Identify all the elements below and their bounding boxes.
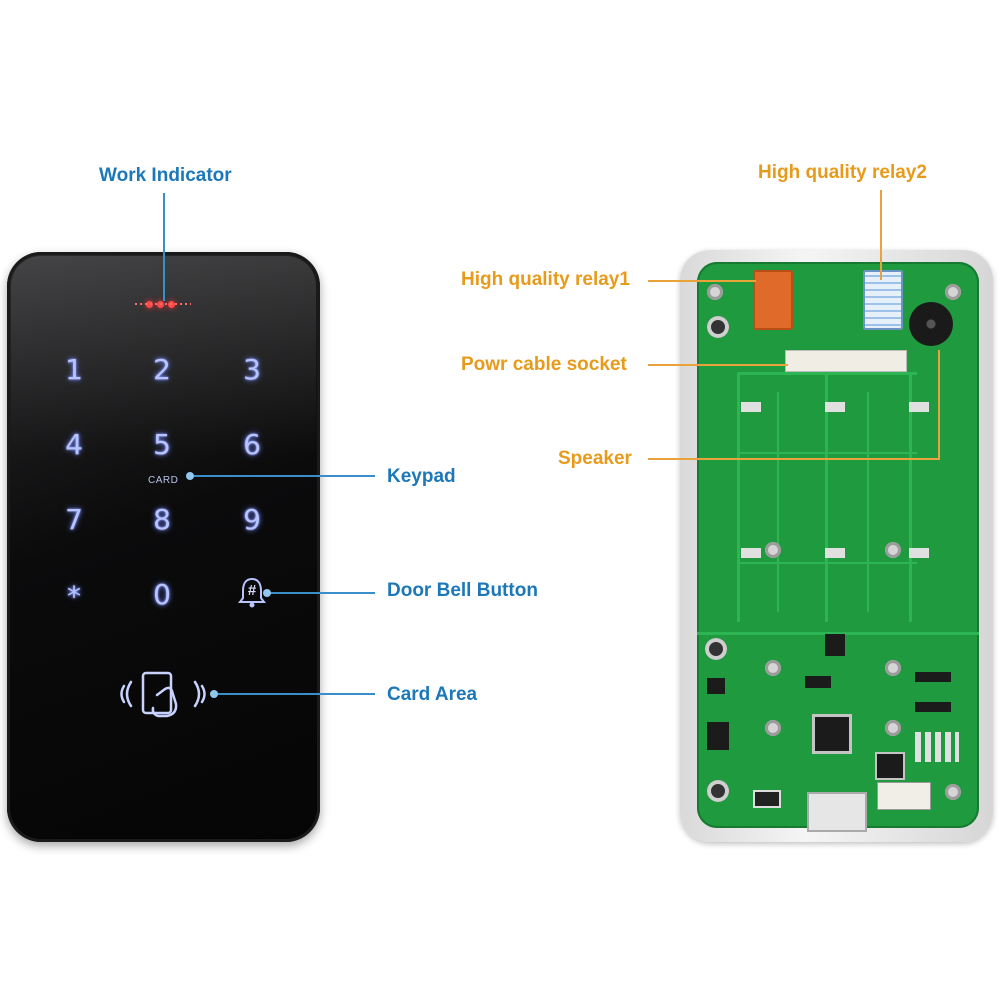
work-indicator-led-strip: [135, 301, 191, 308]
mount-pad: [885, 720, 901, 736]
bottom-connector: [755, 792, 779, 806]
smd-component: [909, 402, 929, 412]
card-text: CARD: [148, 475, 179, 486]
pcb-trace: [697, 632, 979, 635]
label-speaker: Speaker: [558, 448, 632, 469]
pcb-trace: [825, 372, 828, 622]
ic-chip: [707, 722, 729, 750]
bell-icon: [238, 577, 266, 608]
leader-work-indicator: [163, 193, 165, 301]
hash-key-label: #: [247, 582, 257, 599]
ic-chip: [805, 676, 831, 688]
leader-speaker-v: [938, 350, 940, 460]
key-2[interactable]: 2: [153, 353, 171, 386]
smd-component: [825, 402, 845, 412]
mount-pad: [765, 660, 781, 676]
ic-chip: [825, 634, 845, 656]
leader-card-area-dot: [210, 690, 218, 698]
mount-pad: [765, 542, 781, 558]
mount-pad: [765, 720, 781, 736]
pcb-trace: [737, 372, 917, 375]
mount-pad: [885, 660, 901, 676]
ic-chip: [815, 717, 849, 751]
ic-chip: [707, 678, 725, 694]
key-7[interactable]: 7: [65, 503, 83, 536]
pcb-trace: [737, 562, 917, 564]
ic-chip: [877, 754, 903, 778]
smd-component: [741, 548, 761, 558]
relay-1: [753, 270, 793, 330]
label-power-cable-socket: Powr cable socket: [461, 354, 627, 375]
leader-relay1: [648, 280, 756, 282]
key-8[interactable]: 8: [153, 503, 171, 536]
pcb-trace: [737, 452, 917, 454]
pcb-trace: [909, 372, 912, 622]
label-relay2: High quality relay2: [758, 162, 927, 183]
leader-relay2: [880, 190, 882, 280]
key-1[interactable]: 1: [65, 353, 83, 386]
key-3[interactable]: 3: [243, 353, 261, 386]
key-0[interactable]: 0: [153, 578, 171, 611]
card-area-icon[interactable]: [110, 664, 216, 724]
indicator-dots: [135, 303, 191, 305]
keypad-device: [7, 252, 320, 842]
smd-component: [915, 732, 959, 762]
leader-speaker-h: [648, 458, 940, 460]
bottom-port: [807, 792, 867, 832]
mount-pad: [945, 784, 961, 800]
label-door-bell-button: Door Bell Button: [387, 580, 538, 601]
pcb-trace: [867, 392, 869, 612]
power-cable-socket: [785, 350, 907, 372]
pcb-trace: [737, 372, 740, 622]
capacitor: [705, 638, 727, 660]
label-work-indicator: Work Indicator: [99, 165, 232, 186]
capacitor: [707, 780, 729, 802]
smd-component: [825, 548, 845, 558]
key-6[interactable]: 6: [243, 428, 261, 461]
label-keypad: Keypad: [387, 466, 456, 487]
ic-chip: [915, 702, 951, 712]
leader-keypad-dot: [186, 472, 194, 480]
mount-pad: [885, 542, 901, 558]
mount-pad: [707, 284, 723, 300]
door-bell-key[interactable]: #: [232, 573, 272, 613]
mount-pad: [945, 284, 961, 300]
leader-card-area: [215, 693, 375, 695]
leader-power-cable-socket: [648, 364, 788, 366]
capacitor: [707, 316, 729, 338]
label-card-area: Card Area: [387, 684, 478, 705]
leader-door-bell-dot: [263, 589, 271, 597]
bottom-connector: [877, 782, 931, 810]
nfc-card-icon: [120, 671, 206, 718]
key-9[interactable]: 9: [243, 503, 261, 536]
pcb-trace: [777, 392, 779, 612]
label-relay1: High quality relay1: [461, 269, 630, 290]
relay-2: [863, 270, 903, 330]
pcb-board: [697, 262, 979, 832]
key-5[interactable]: 5: [153, 428, 171, 461]
smd-component: [909, 548, 929, 558]
smd-component: [741, 402, 761, 412]
key-4[interactable]: 4: [65, 428, 83, 461]
ic-chip: [915, 672, 951, 682]
key-star[interactable]: *: [67, 580, 81, 613]
leader-keypad: [190, 475, 375, 477]
speaker: [909, 302, 953, 346]
leader-door-bell: [268, 592, 375, 594]
